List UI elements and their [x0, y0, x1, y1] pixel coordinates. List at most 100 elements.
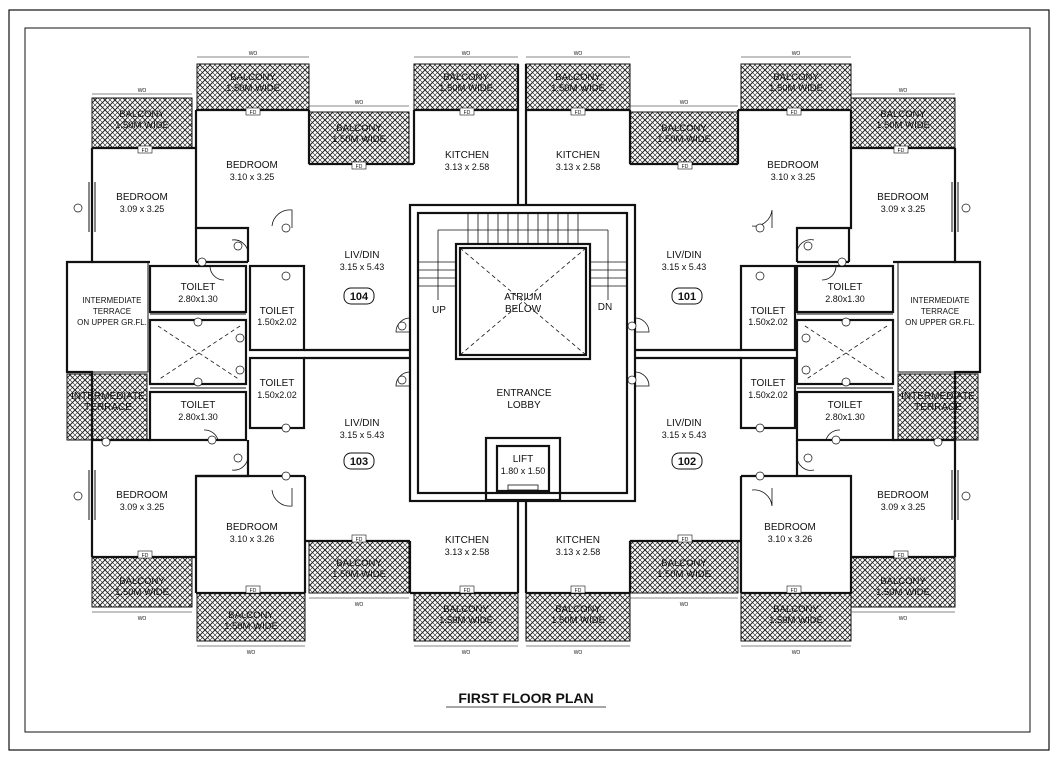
- svg-text:1.50M WIDE: 1.50M WIDE: [439, 615, 493, 626]
- svg-text:BALCONY: BALCONY: [880, 576, 926, 587]
- svg-text:FD: FD: [791, 110, 798, 116]
- svg-text:TOILET: TOILET: [181, 400, 216, 411]
- terrace-right: [897, 261, 981, 373]
- svg-text:FD: FD: [356, 537, 363, 543]
- svg-text:BALCONY: BALCONY: [443, 604, 489, 615]
- svg-text:BEDROOM: BEDROOM: [116, 192, 168, 203]
- svg-text:BALCONY: BALCONY: [661, 123, 707, 134]
- svg-text:1.50M WIDE: 1.50M WIDE: [769, 83, 823, 94]
- svg-text:3.10 x 3.25: 3.10 x 3.25: [771, 172, 816, 182]
- svg-text:KITCHEN: KITCHEN: [445, 535, 489, 546]
- svg-text:BEDROOM: BEDROOM: [764, 522, 816, 533]
- svg-text:LOBBY: LOBBY: [507, 400, 541, 411]
- svg-text:101: 101: [678, 291, 696, 303]
- svg-text:1.50x2.02: 1.50x2.02: [257, 317, 297, 327]
- page-title: FIRST FLOOR PLAN: [458, 690, 593, 706]
- svg-text:1.50M WIDE: 1.50M WIDE: [657, 134, 711, 145]
- svg-text:3.13 x 2.58: 3.13 x 2.58: [556, 162, 601, 172]
- svg-text:INTERMEDIATE: INTERMEDIATE: [901, 391, 975, 402]
- svg-text:BALCONY: BALCONY: [336, 123, 382, 134]
- svg-text:1.50M WIDE: 1.50M WIDE: [332, 134, 386, 145]
- walls: [65, 64, 982, 595]
- svg-text:TERRACE: TERRACE: [93, 307, 131, 316]
- svg-text:BALCONY: BALCONY: [555, 604, 601, 615]
- svg-text:FD: FD: [898, 148, 905, 154]
- svg-text:BEDROOM: BEDROOM: [226, 160, 278, 171]
- window-markers: [73, 203, 971, 501]
- svg-text:BALCONY: BALCONY: [443, 72, 489, 83]
- svg-text:TOILET: TOILET: [751, 378, 786, 389]
- window-openings: [88, 182, 959, 520]
- svg-text:FD: FD: [464, 588, 471, 594]
- svg-text:TOILET: TOILET: [260, 378, 295, 389]
- svg-text:TERRACE: TERRACE: [84, 402, 132, 413]
- svg-text:1.80 x 1.50: 1.80 x 1.50: [501, 466, 546, 476]
- svg-text:2.80x1.30: 2.80x1.30: [178, 294, 218, 304]
- svg-text:2.80x1.30: 2.80x1.30: [178, 412, 218, 422]
- svg-text:BEDROOM: BEDROOM: [877, 192, 929, 203]
- svg-text:WO: WO: [355, 100, 364, 106]
- svg-text:BEDROOM: BEDROOM: [226, 522, 278, 533]
- svg-text:FD: FD: [682, 537, 689, 543]
- svg-text:BEDROOM: BEDROOM: [877, 490, 929, 501]
- svg-text:3.09 x 3.25: 3.09 x 3.25: [881, 204, 926, 214]
- svg-text:FD: FD: [791, 588, 798, 594]
- svg-text:1.50M WIDE: 1.50M WIDE: [551, 615, 605, 626]
- svg-text:FD: FD: [250, 110, 257, 116]
- svg-text:ON UPPER GR.FL.: ON UPPER GR.FL.: [905, 318, 975, 327]
- svg-text:ON UPPER GR.FL.: ON UPPER GR.FL.: [77, 318, 147, 327]
- svg-text:FD: FD: [682, 164, 689, 170]
- svg-text:1.50M WIDE: 1.50M WIDE: [657, 569, 711, 580]
- svg-text:DN: DN: [598, 302, 612, 313]
- svg-text:BALCONY: BALCONY: [336, 558, 382, 569]
- dimension-lines: [92, 56, 955, 647]
- svg-text:2.80x1.30: 2.80x1.30: [825, 412, 865, 422]
- svg-text:1.50M WIDE: 1.50M WIDE: [439, 83, 493, 94]
- svg-text:BALCONY: BALCONY: [773, 604, 819, 615]
- terrace-left: [66, 261, 149, 373]
- svg-text:102: 102: [678, 456, 696, 468]
- svg-text:WO: WO: [249, 51, 258, 57]
- atrium-cross: [157, 247, 888, 381]
- svg-text:LIV/DIN: LIV/DIN: [344, 250, 379, 261]
- svg-text:FD: FD: [898, 553, 905, 559]
- svg-text:3.13 x 2.58: 3.13 x 2.58: [556, 547, 601, 557]
- svg-text:WO: WO: [899, 88, 908, 94]
- wo-tags: WO WO WO WO WO WO WO WO WO WO WO WO WO W…: [138, 51, 908, 656]
- svg-text:1.50M WIDE: 1.50M WIDE: [876, 120, 930, 131]
- svg-text:3.09 x 3.25: 3.09 x 3.25: [120, 502, 165, 512]
- svg-text:BALCONY: BALCONY: [119, 109, 165, 120]
- svg-text:BALCONY: BALCONY: [661, 558, 707, 569]
- svg-text:WO: WO: [899, 616, 908, 622]
- svg-text:LIFT: LIFT: [513, 454, 534, 465]
- svg-text:3.15 x 5.43: 3.15 x 5.43: [662, 262, 707, 272]
- fd-tags: FD FD FD FD FD FD FD FD FD FD FD FD FD F…: [137, 107, 909, 594]
- svg-text:FD: FD: [464, 110, 471, 116]
- svg-text:WO: WO: [462, 650, 471, 656]
- staircase: [418, 213, 627, 300]
- svg-text:KITCHEN: KITCHEN: [556, 150, 600, 161]
- svg-text:1.50x2.02: 1.50x2.02: [748, 317, 788, 327]
- svg-text:TERRACE: TERRACE: [921, 307, 959, 316]
- lift-door: [507, 484, 539, 491]
- svg-text:1.50M WIDE: 1.50M WIDE: [224, 621, 278, 632]
- svg-text:FD: FD: [575, 110, 582, 116]
- svg-text:TOILET: TOILET: [260, 306, 295, 317]
- svg-text:BALCONY: BALCONY: [880, 109, 926, 120]
- svg-text:3.15 x 5.43: 3.15 x 5.43: [340, 262, 385, 272]
- svg-text:1.50M WIDE: 1.50M WIDE: [551, 83, 605, 94]
- svg-text:LIV/DIN: LIV/DIN: [666, 418, 701, 429]
- svg-text:1.50M WIDE: 1.50M WIDE: [769, 615, 823, 626]
- svg-text:WO: WO: [462, 51, 471, 57]
- svg-text:1.50M WIDE: 1.50M WIDE: [332, 569, 386, 580]
- svg-text:WO: WO: [138, 88, 147, 94]
- svg-text:FD: FD: [142, 553, 149, 559]
- svg-text:INTERMEDIATE: INTERMEDIATE: [911, 296, 970, 305]
- svg-text:BALCONY: BALCONY: [228, 610, 274, 621]
- svg-text:BALCONY: BALCONY: [555, 72, 601, 83]
- svg-text:3.09 x 3.25: 3.09 x 3.25: [120, 204, 165, 214]
- svg-text:WO: WO: [138, 616, 147, 622]
- svg-text:BEDROOM: BEDROOM: [767, 160, 819, 171]
- svg-text:3.13 x 2.58: 3.13 x 2.58: [445, 162, 490, 172]
